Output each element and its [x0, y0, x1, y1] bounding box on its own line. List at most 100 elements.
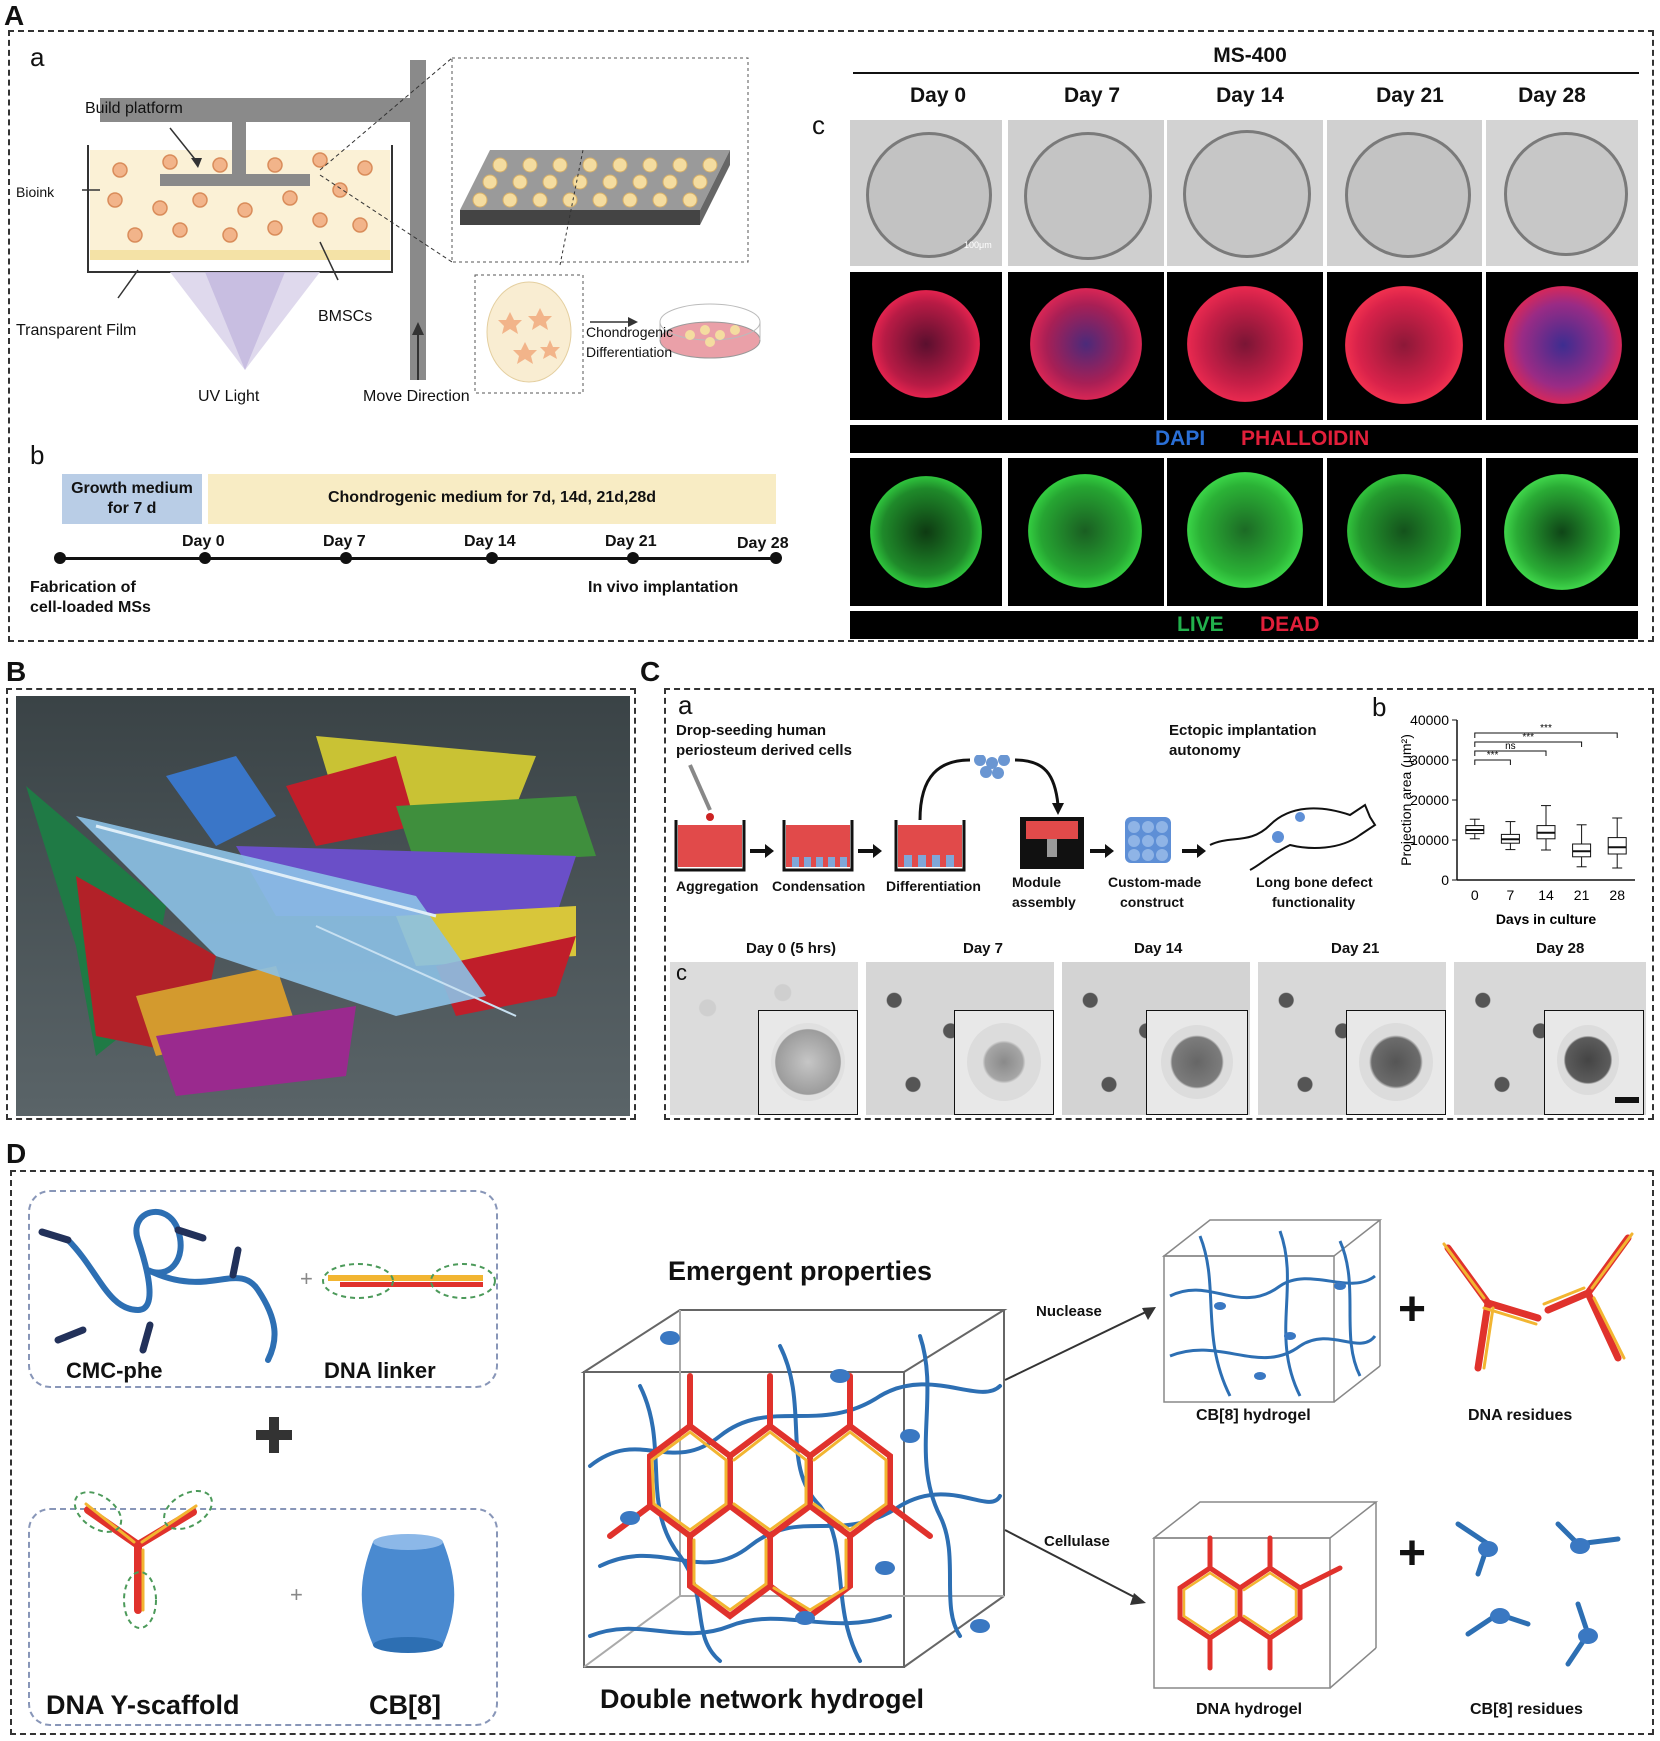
svg-text:+: +: [290, 1582, 303, 1607]
subpanel-label-a: a: [30, 42, 45, 72]
label-dna-y-scaffold: DNA Y-scaffold: [46, 1690, 240, 1720]
panel-label-a: A: [4, 0, 25, 31]
timeline-dot-start: [54, 552, 66, 564]
phalloidin-image: [1486, 272, 1638, 420]
panel-label-d: D: [6, 1138, 27, 1169]
ms400-title: MS-400: [1213, 44, 1287, 67]
label-differentiation: Differentiation: [586, 344, 673, 360]
timeline-dot-day21: [627, 552, 639, 564]
step-module-line1: Module: [1012, 874, 1061, 890]
3d-cell-reconstruction: [16, 696, 630, 1116]
step-module-line2: assembly: [1012, 894, 1076, 910]
dna-hydrogel-cube: [1151, 1501, 1379, 1689]
ms400-title-rule: [853, 72, 1639, 74]
subpanel-c-label-b: b: [1372, 692, 1387, 722]
stain-legend-live-dead: [850, 611, 1638, 639]
x-tick-label: 0: [1471, 887, 1479, 903]
svg-text:+: +: [300, 1266, 313, 1291]
label-chondrogenic: Chondrogenic: [586, 324, 674, 340]
strip-day0: Day 0 (5 hrs): [746, 940, 837, 957]
timeline-fabrication-line1: Fabrication of: [30, 579, 136, 596]
step-custom-line1: Custom-made: [1108, 874, 1202, 890]
live-dead-image: [1486, 458, 1638, 606]
strip-day7: Day 7: [963, 940, 1004, 957]
phalloidin-image: [850, 272, 1002, 420]
timeline-dot-day0: [199, 552, 211, 564]
timeline-fabrication-line2: cell-loaded MSs: [30, 599, 151, 616]
timeline-tick-day14: Day 14: [464, 533, 516, 550]
y-tick-label: 10000: [1410, 832, 1449, 848]
box-iqr: [1607, 837, 1627, 855]
x-tick-label: 7: [1507, 887, 1515, 903]
brightfield-image: [1167, 120, 1323, 266]
significance-label: ***: [1487, 750, 1499, 761]
growth-medium-line2: for 7 d: [107, 500, 157, 517]
step-long-bone-line1: Long bone defect: [1256, 874, 1373, 890]
growth-medium-line1: Growth medium: [71, 480, 193, 497]
dna-residues-diagram: [1442, 1232, 1634, 1372]
significance-bracket: [1474, 732, 1618, 738]
scale-bar: 100μm: [964, 240, 992, 250]
cmc-dna-linker-group: [28, 1190, 498, 1388]
subpanel-c-label-c: c: [676, 962, 687, 985]
brightfield-image: [1008, 120, 1164, 266]
ms400-day21: Day 21: [1376, 84, 1444, 107]
brightfield-image: [1486, 120, 1638, 266]
live-dead-image: [850, 458, 1002, 606]
significance-label: ***: [1540, 723, 1552, 734]
timeline-tick-day28: Day 28: [737, 535, 789, 552]
chondrogenic-medium-box: [208, 474, 776, 524]
dna-y-cb8-group: [28, 1508, 498, 1726]
label-bmscs: BMSCs: [318, 308, 373, 325]
x-tick-label: 21: [1574, 887, 1590, 903]
microwell-image: [1454, 962, 1646, 1115]
chondrogenic-medium-label: Chondrogenic medium for 7d, 14d, 21d,28d: [327, 489, 657, 506]
panel-label-c: C: [640, 656, 661, 687]
microwell-image: [866, 962, 1054, 1115]
legend-dead: DEAD: [1260, 613, 1320, 636]
timeline-tick-day21: Day 21: [605, 533, 657, 550]
label-transparent-film: Transparent Film: [16, 322, 137, 339]
label-emergent-properties: Emergent properties: [668, 1256, 933, 1286]
legend-phalloidin: PHALLOIDIN: [1241, 427, 1370, 450]
subpanel-c-label-a: a: [678, 690, 693, 720]
y-tick-label: 40000: [1410, 712, 1449, 728]
label-nuclease: Nuclease: [1036, 1303, 1102, 1320]
cb8-residues-diagram: [1455, 1521, 1621, 1667]
ms400-day28: Day 28: [1518, 84, 1586, 107]
precursors-diagram: + +: [38, 1209, 496, 1653]
label-cb8-hydrogel: CB[8] hydrogel: [1196, 1407, 1311, 1424]
label-cmc-phe: CMC-phe: [66, 1358, 163, 1383]
step-ectopic-line1: Ectopic implantation: [1169, 722, 1317, 739]
label-dna-linker: DNA linker: [324, 1358, 436, 1383]
plus-dna-residues: +: [1398, 1283, 1427, 1336]
bioprinting-schematic: [82, 57, 761, 394]
ms400-day14: Day 14: [1216, 84, 1284, 107]
ms400-day0: Day 0: [909, 84, 967, 107]
subpanel-label-c: c: [812, 110, 825, 140]
live-dead-image: [1008, 458, 1164, 606]
panel-a-frame: [8, 30, 1654, 642]
timeline-tick-day7: Day 7: [323, 533, 366, 550]
legend-live: LIVE: [1177, 613, 1224, 636]
brightfield-image: [1327, 120, 1482, 266]
brightfield-image: 100μm: [850, 120, 1002, 266]
y-tick-label: 20000: [1410, 792, 1449, 808]
strip-day21: Day 21: [1331, 940, 1380, 957]
label-cb8-residues: CB[8] residues: [1470, 1701, 1583, 1718]
label-bioink: Bioink: [16, 184, 55, 200]
timeline-tick-day0: Day 0: [182, 533, 225, 550]
legend-dapi: DAPI: [1155, 427, 1206, 450]
panel-b-frame: [6, 688, 636, 1120]
timeline-dot-day14: [486, 552, 498, 564]
phalloidin-image: [1167, 272, 1323, 420]
label-cellulase: Cellulase: [1044, 1533, 1110, 1550]
subpanel-label-b: b: [30, 440, 45, 470]
label-dna-residues: DNA residues: [1468, 1407, 1573, 1424]
live-dead-image: [1167, 458, 1323, 606]
x-axis-label: Days in culture: [1496, 911, 1597, 925]
significance-bracket: [1474, 750, 1547, 756]
stain-legend-dapi-phalloidin: [850, 425, 1638, 453]
significance-bracket: [1474, 759, 1511, 765]
label-move-direction: Move Direction: [363, 388, 470, 405]
